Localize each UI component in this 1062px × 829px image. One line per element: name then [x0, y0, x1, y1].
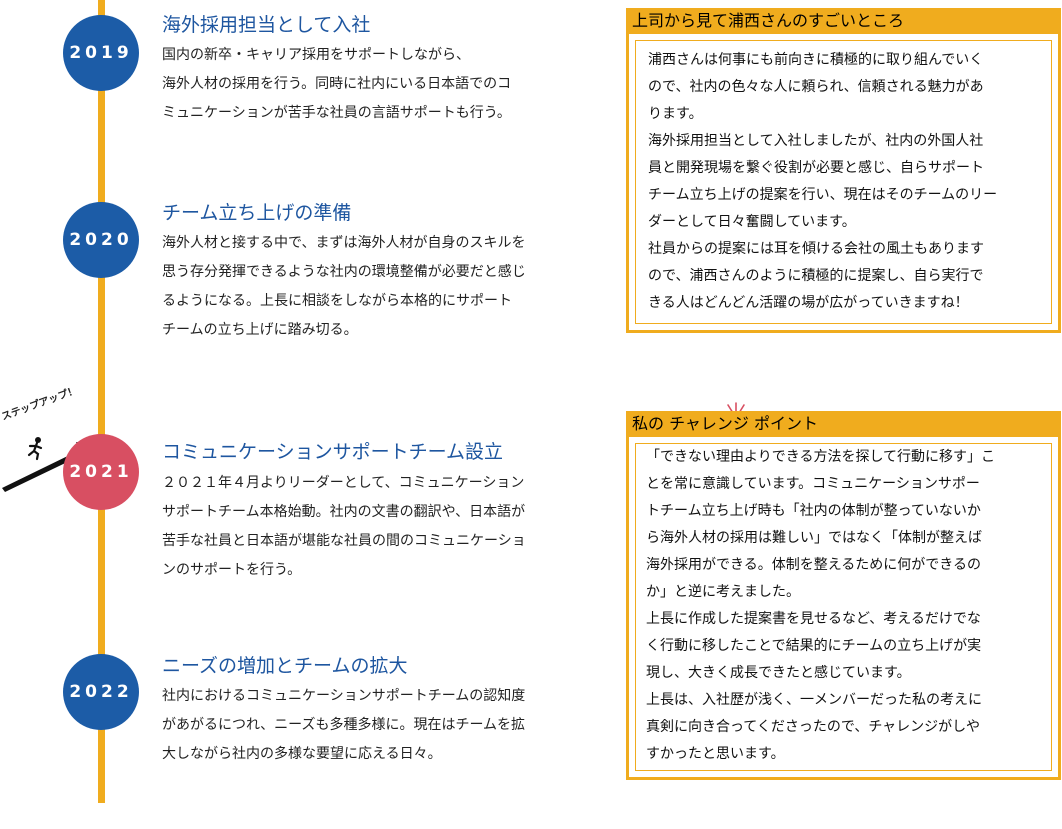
comment-line: 社員からの提案には耳を傾ける会社の風土もあります: [648, 241, 984, 257]
entry-body-2022: 社内におけるコミュニケーションサポートチームの認知度 があがるにつれ、ニーズも多…: [162, 682, 587, 769]
entry-line: 苦手な社員と日本語が堪能な社員の間のコミュニケーショ: [162, 533, 526, 549]
challenge-line: ら海外人材の採用は難しい」ではなく「体制が整えば: [646, 530, 982, 546]
comment-line: 海外採用担当として入社しましたが、社内の外国人社: [648, 133, 984, 149]
entry-line: 海外人材と接する中で、まずは海外人材が自身のスキルを: [162, 235, 526, 251]
comment-line: ので、浦西さんのように積極的に提案し、自ら実行で: [648, 268, 984, 284]
challenge-point-body: 「できない理由よりできる方法を探して行動に移す」こ とを常に意識しています。コミ…: [635, 443, 1052, 771]
entry-body-2021: ２０２１年４月よりリーダーとして、コミュニケーション サポートチーム本格始動。社…: [162, 469, 587, 585]
entry-line: 国内の新卒・キャリア採用をサポートしながら、: [162, 47, 470, 63]
comment-line: きる人はどんどん活躍の場が広がっていきますね！: [648, 295, 969, 311]
year-badge-2020: 2020: [63, 202, 139, 278]
entry-line: があがるにつれ、ニーズも多種多様に。現在はチームを拡: [162, 717, 526, 733]
boss-comment-box: 上司から見て浦西さんのすごいところ 浦西さんは何事にも前向きに積極的に取り組んで…: [626, 8, 1061, 333]
challenge-line: 上長に作成した提案書を見せるなど、考えるだけでな: [646, 611, 981, 627]
entry-line: ２０２１年４月よりリーダーとして、コミュニケーション: [162, 475, 525, 491]
entry-body-2020: 海外人材と接する中で、まずは海外人材が自身のスキルを 思う存分発揮できるような社…: [162, 229, 587, 345]
entry-line: ミュニケーションが苦手な社員の言語サポートも行う。: [162, 105, 511, 121]
entry-line: るようになる。上長に相談をしながら本格的にサポート: [162, 293, 512, 309]
year-badge-2022: 2022: [63, 654, 139, 730]
challenge-line: 海外採用ができる。体制を整えるために何ができるの: [646, 557, 982, 573]
comment-line: 浦西さんは何事にも前向きに積極的に取り組んでいく: [648, 52, 984, 68]
challenge-line: 上長は、入社歴が浅く、一メンバーだった私の考えに: [646, 692, 982, 708]
comment-line: 員と開発現場を繋ぐ役割が必要と感じ、自らサポート: [648, 160, 984, 176]
entry-line: チームの立ち上げに踏み切る。: [162, 322, 358, 338]
challenge-line: とを常に意識しています。コミュニケーションサポー: [646, 476, 980, 492]
comment-line: チーム立ち上げの提案を行い、現在はそのチームのリー: [648, 187, 998, 203]
step-up-label: ステップアップ！: [0, 385, 80, 423]
runner-icon: [27, 437, 43, 461]
challenge-line: 真剣に向き合ってくださったので、チャレンジがしや: [646, 719, 981, 735]
boss-comment-body: 浦西さんは何事にも前向きに積極的に取り組んでいく ので、社内の色々な人に頼られ、…: [635, 40, 1052, 324]
challenge-line: か」と逆に考えました。: [646, 584, 800, 600]
timeline-line: [98, 0, 105, 803]
challenge-line: トチーム立ち上げ時も「社内の体制が整っていないか: [646, 503, 981, 519]
comment-line: ります。: [648, 106, 703, 122]
entry-title-2021: コミュニケーションサポートチーム設立: [162, 441, 504, 463]
comment-line: ダーとして日々奮闘しています。: [648, 214, 856, 230]
entry-line: 社内におけるコミュニケーションサポートチームの認知度: [162, 688, 526, 704]
year-badge-2019: 2019: [63, 15, 139, 91]
entry-body-2019: 国内の新卒・キャリア採用をサポートしながら、 海外人材の採用を行う。同時に社内に…: [162, 41, 587, 128]
entry-line: サポートチーム本格始動。社内の文書の翻訳や、日本語が: [162, 504, 526, 520]
challenge-line: 現し、大きく成長できたと感じています。: [646, 665, 911, 681]
challenge-point-title: 私の チャレンジ ポイント: [626, 411, 1061, 437]
entry-line: ンのサポートを行う。: [162, 562, 302, 578]
entry-line: 海外人材の採用を行う。同時に社内にいる日本語でのコ: [162, 76, 512, 92]
entry-title-2020: チーム立ち上げの準備: [162, 202, 352, 224]
entry-title-2022: ニーズの増加とチームの拡大: [162, 655, 408, 677]
comment-line: ので、社内の色々な人に頼られ、信頼される魅力があ: [648, 79, 984, 95]
entry-title-2019: 海外採用担当として入社: [162, 14, 371, 36]
year-badge-2021: 2021: [63, 434, 139, 510]
challenge-point-box: 私の チャレンジ ポイント 「できない理由よりできる方法を探して行動に移す」こ …: [626, 411, 1061, 780]
challenge-line: く行動に移したことで結果的にチームの立ち上げが実: [646, 638, 982, 654]
entry-line: 思う存分発揮できるような社内の環境整備が必要だと感じ: [162, 264, 526, 280]
challenge-line: 「できない理由よりできる方法を探して行動に移す」こ: [646, 449, 996, 465]
boss-comment-title: 上司から見て浦西さんのすごいところ: [626, 8, 1061, 34]
challenge-line: すかったと思います。: [646, 746, 785, 762]
entry-line: 大しながら社内の多様な要望に応える日々。: [162, 746, 442, 762]
